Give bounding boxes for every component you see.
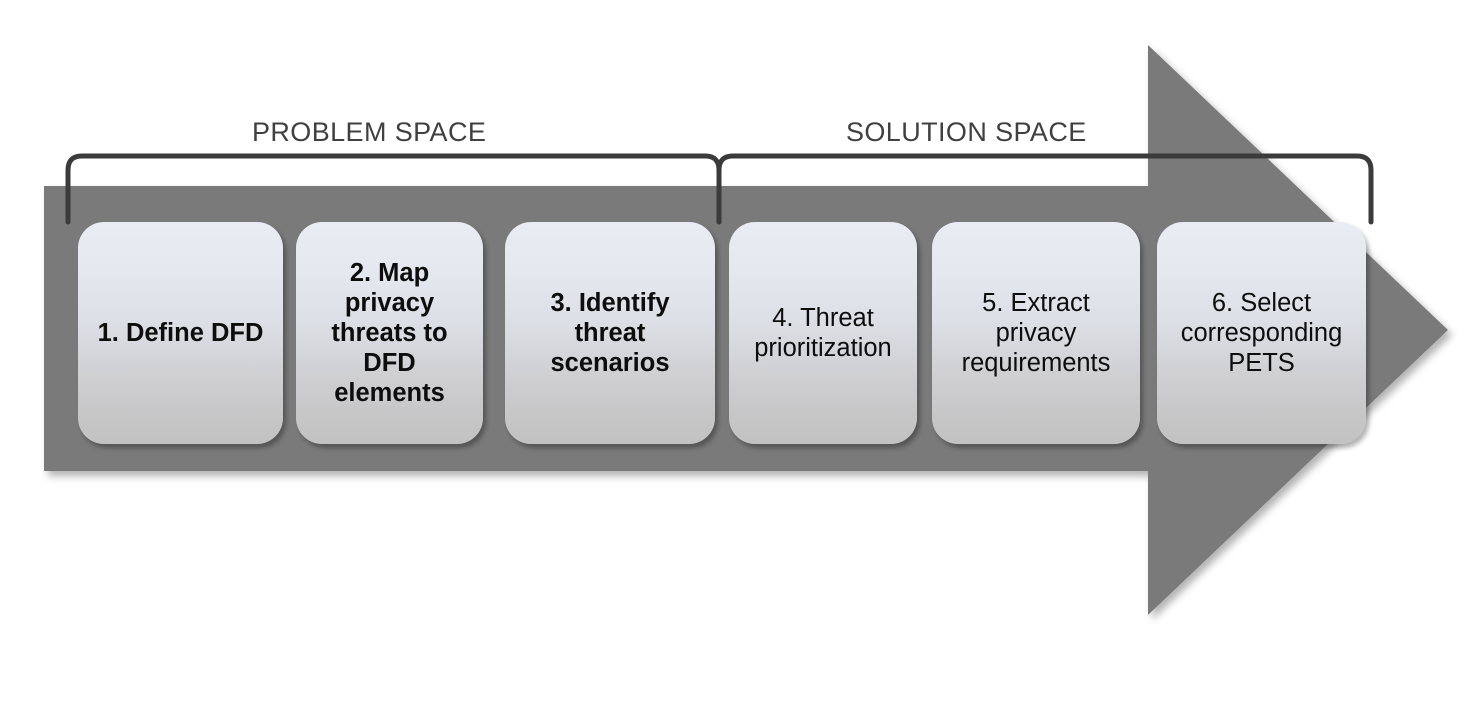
step-label-1: 1. Define DFD (97, 318, 264, 347)
phase-label-problem-space: PROBLEM SPACE (252, 117, 487, 147)
step-box-1[interactable]: 1. Define DFD (78, 222, 283, 444)
phase-label-solution-space: SOLUTION SPACE (846, 117, 1087, 147)
